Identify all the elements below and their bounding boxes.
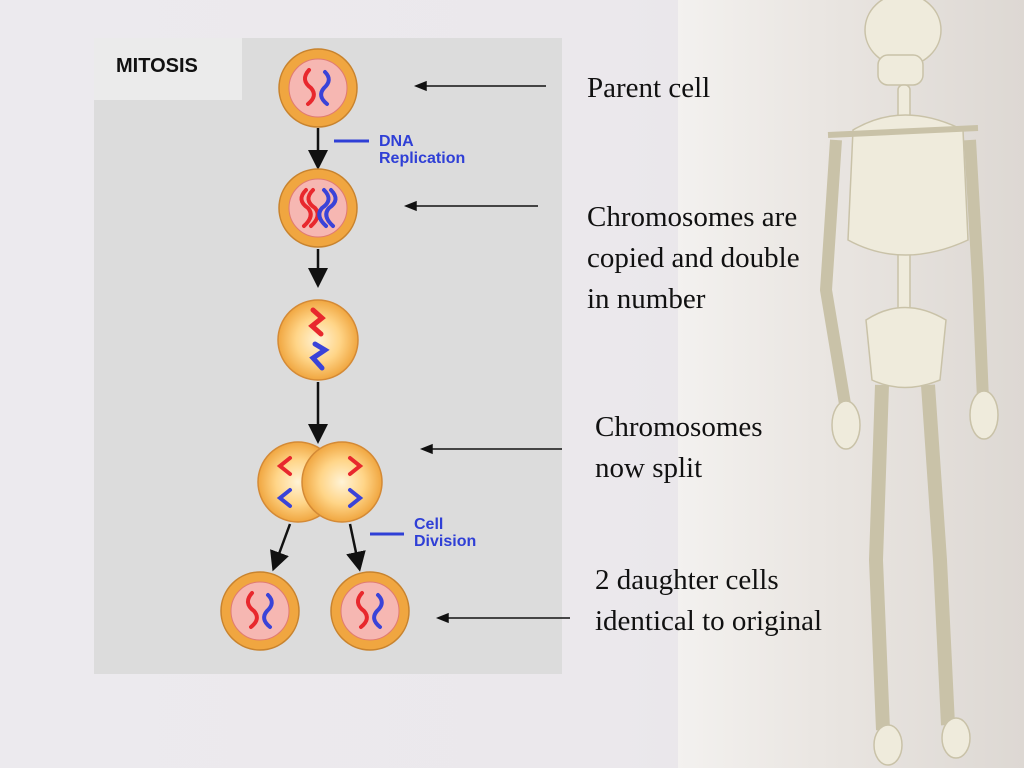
metaphase-cell	[277, 299, 359, 381]
diagram-title: MITOSIS	[116, 55, 198, 77]
diagram-title-box	[94, 38, 242, 100]
caption-line: Chromosomes	[595, 411, 763, 443]
daughter-cell-left	[220, 571, 300, 651]
caption-chromosomes-copied: Chromosomes are copied and double in num…	[587, 197, 800, 320]
daughter-cell-right	[330, 571, 410, 651]
human-skeleton-image	[819, 0, 999, 766]
caption-line: in number	[587, 283, 706, 315]
caption-parent-cell: Parent cell	[587, 68, 710, 109]
caption-daughter-cells: 2 daughter cells identical to original	[595, 560, 822, 642]
caption-line: copied and double	[587, 242, 800, 274]
parent-cell	[278, 48, 358, 128]
caption-chromosomes-split: Chromosomes now split	[595, 407, 763, 489]
division-label-line-2: Division	[414, 533, 477, 550]
division-label-line-1: Cell	[414, 516, 444, 533]
dna-replication-label: DNA Replication	[379, 133, 465, 167]
caption-line: identical to original	[595, 605, 823, 637]
caption-line: 2 daughter cells	[595, 564, 779, 596]
caption-line: now split	[595, 452, 703, 484]
dna-label-line-1: DNA	[379, 133, 414, 150]
dividing-cell	[257, 441, 383, 523]
cell-division-label: Cell Division	[414, 516, 476, 550]
replicated-cell	[278, 168, 358, 248]
caption-line: Parent cell	[587, 72, 711, 104]
caption-line: Chromosomes are	[587, 201, 798, 233]
dna-label-line-2: Replication	[379, 150, 466, 167]
